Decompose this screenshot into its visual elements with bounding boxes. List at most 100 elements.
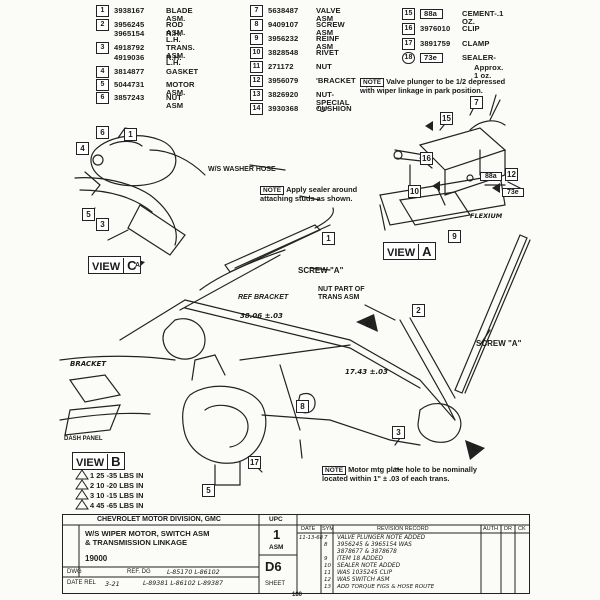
division-name: CHEVROLET MOTOR DIVISION, GMC [97, 516, 221, 523]
dimension-17: 17.43 ±.03 [345, 368, 388, 376]
asm-label: ASM [269, 544, 284, 551]
drawing-title-line2: & TRANSMISSION LINKAGE [85, 538, 188, 547]
title-block: CHEVROLET MOTOR DIVISION, GMC W/S WIPER … [62, 514, 530, 594]
date-rel-value: 3-21 [105, 580, 120, 588]
item-index: 10 [250, 47, 263, 59]
part-number: 3891759 [420, 39, 451, 48]
item-index: 7 [250, 5, 263, 17]
item-callout-2: 2 [412, 304, 425, 317]
item-callout-7: 7 [470, 96, 483, 109]
part-description: SEALER- [462, 53, 497, 62]
item-index: 11 [250, 61, 263, 73]
sealer-ref-box: 73e [502, 188, 524, 197]
torque-row: 2 10 -20 LBS IN [90, 480, 144, 490]
part-description: TRANS. ASM. L.H. [166, 43, 195, 68]
item-callout-16: 16 [420, 152, 433, 165]
material-ref: 88a [420, 9, 443, 19]
part-number: 5638487 [268, 6, 299, 15]
part-number: 3965154 [114, 29, 145, 38]
part-description: GASKET [166, 67, 199, 76]
ref-drawings: L-85170 L-86102 [167, 569, 220, 576]
part-description: BLADE ASM. [166, 6, 193, 23]
item-callout-4: 4 [76, 142, 89, 155]
rev-header-auth: AUTH [483, 526, 498, 532]
revision-sym: 10 [324, 563, 331, 569]
part-number: 3826920 [268, 90, 299, 99]
item-callout-6: 6 [96, 126, 109, 139]
item-callout-15: 15 [440, 112, 453, 125]
part-description: ROD ASM. L.H. [166, 20, 186, 45]
part-description: Approx. 1 oz. [474, 63, 504, 80]
revision-sym: 11 [324, 570, 331, 576]
part-description: CLIP [462, 24, 480, 33]
view-arrow-c: C [472, 444, 478, 453]
screw-a-label: SCREW "A" [476, 339, 522, 348]
sheet-value: D6 [265, 559, 282, 574]
torque-row: 4 45 -65 LBS IN [90, 500, 144, 510]
item-index: 13 [250, 89, 263, 101]
item-index: 1 [96, 5, 109, 17]
revision-sym: 9 [324, 556, 328, 562]
part-number: 5044731 [114, 80, 145, 89]
item-callout-9: 9 [448, 230, 461, 243]
item-callout-17: 17 [248, 456, 261, 469]
part-number: 3857243 [114, 93, 145, 102]
ref-drawings-2: L-89381 L-86102 L-89387 [143, 580, 223, 587]
revision-date: 11-13-68 [299, 535, 324, 541]
rev-header-ck: CK [518, 526, 526, 532]
upc-value: 1 [273, 527, 281, 542]
part-description: 'BRACKET [316, 76, 356, 85]
torque-row: 3 10 -15 LBS IN [90, 490, 144, 500]
view-arrow-a: A [135, 262, 141, 269]
revision-text: ADD TORQUE FIGS & HOSE ROUTE [337, 584, 435, 590]
model-number: 19000 [85, 554, 108, 563]
item-index: 12 [250, 75, 263, 87]
part-description: MOTOR ASM. [166, 80, 195, 97]
item-callout-5: 5 [202, 484, 215, 497]
page-number: 180 [292, 592, 303, 598]
item-index: 5 [96, 79, 109, 91]
view-arrow-b: B [366, 320, 372, 329]
item-callout-1: 1 [124, 128, 137, 141]
part-number: 3930368 [268, 104, 299, 113]
revision-sym: 12 [324, 577, 331, 583]
item-callout-12: 12 [505, 168, 518, 181]
nut-part-label: NUT PART OF TRANS ASM [318, 286, 365, 301]
part-number: 271172 [268, 62, 294, 71]
item-index: 17 [402, 38, 415, 50]
revision-sym: 13 [324, 584, 331, 590]
item-callout-3: 3 [392, 426, 405, 439]
washer-hose-label: W/S WASHER HOSE [208, 166, 276, 173]
item-index: 4 [96, 66, 109, 78]
revision-text: 3956245 & 3965154 WAS [337, 542, 412, 548]
part-number: 3956079 [268, 76, 299, 85]
item-callout-1: 1 [322, 232, 335, 245]
note-text: Valve plunger to be 1/2 depressed with w… [360, 77, 506, 96]
item-index: 2 [96, 19, 109, 31]
revision-text: 3878677 & 3878678 [337, 549, 397, 555]
part-description: NUT ASM [166, 93, 184, 110]
item-index: 6 [96, 92, 109, 104]
part-description: R.H. [166, 29, 182, 38]
cement-ref-box: 88a [480, 172, 502, 181]
item-index: 16 [402, 23, 415, 35]
torque-row: 1 25 -35 LBS IN [90, 471, 144, 480]
part-description: RIVET [316, 48, 339, 57]
revision-sym: 8 [324, 542, 328, 548]
item-index: 8 [250, 19, 263, 31]
bracket-label: BRACKET [70, 360, 107, 368]
date-rel-label: DATE REL [67, 580, 96, 586]
dimension-38: 38.06 ±.03 [240, 312, 283, 320]
note-text: Motor mtg plate hole to be nominally loc… [322, 465, 477, 484]
revision-text: ITEM 18 ADDED [337, 556, 383, 562]
revision-sym: 7 [324, 535, 328, 541]
screw-a-label: SCREW "A" [298, 266, 344, 275]
sheet-label: SHEET [265, 581, 286, 587]
part-description: REINF ASM [316, 34, 340, 51]
